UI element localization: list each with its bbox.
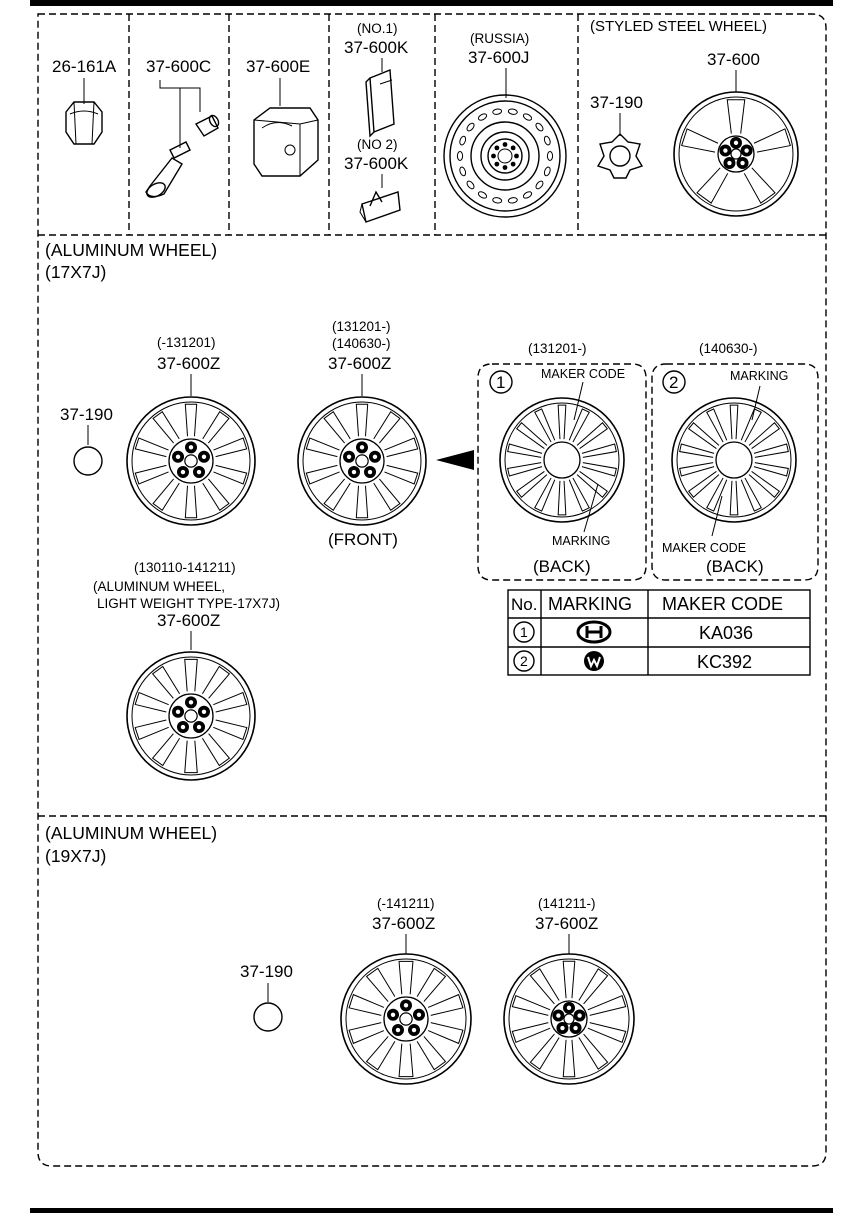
alu19-wheel-a-part: 37-600Z — [372, 914, 435, 933]
center-cap-icon — [596, 133, 644, 179]
back1-num: 1 — [496, 373, 505, 392]
alu17-wheel-a-part: 37-600Z — [157, 354, 220, 373]
lightweight-date: (130110-141211) — [134, 560, 236, 575]
alu17-size: (17X7J) — [45, 262, 106, 282]
aluminum-wheel-17-back-icon — [499, 397, 625, 523]
lightweight-desc2: LIGHT WEIGHT TYPE-17X7J) — [97, 596, 280, 611]
alu19-cap-part-label: 37-190 — [240, 962, 293, 981]
leader-line — [751, 385, 761, 421]
table-row1-code: KA036 — [699, 623, 753, 643]
weight1-note: (NO.1) — [357, 21, 398, 36]
table-row2-code: KC392 — [697, 652, 752, 672]
alu17-wheel-a-date: (-131201) — [157, 335, 216, 350]
back1-maker-code-label: MAKER CODE — [541, 367, 625, 381]
alu17-wheel-b-date2: (140630-) — [332, 336, 391, 351]
center-cap-icon — [73, 446, 103, 476]
aluminum-wheel-19-icon — [340, 953, 472, 1085]
table-header-no: No. — [511, 595, 537, 614]
valve-part-label: 37-600C — [146, 57, 211, 76]
back1-back-label: (BACK) — [533, 557, 591, 576]
steel-wheel-note: (RUSSIA) — [470, 31, 529, 46]
weight1-part-label: 37-600K — [344, 38, 409, 57]
marking-table: No. MARKING MAKER CODE 1 KA036 2 KC392 — [507, 589, 811, 676]
steel-wheel-icon — [443, 94, 567, 218]
aluminum-wheel-19-new-icon — [503, 953, 635, 1085]
leader-line — [711, 495, 723, 537]
back2-back-label: (BACK) — [706, 557, 764, 576]
circled-number — [489, 370, 513, 394]
back1-marking-label: MARKING — [552, 534, 610, 548]
top-rule — [30, 0, 833, 6]
styled-heading: (STYLED STEEL WHEEL) — [590, 18, 767, 35]
table-header-maker-code: MAKER CODE — [662, 594, 783, 614]
steel-wheel-part-label: 37-600J — [468, 48, 529, 67]
back1-frame — [477, 363, 647, 581]
alu17-wheel-b-part: 37-600Z — [328, 354, 391, 373]
outer-frame — [37, 13, 827, 1167]
back2-marking-label: MARKING — [730, 369, 788, 383]
alu19-heading: (ALUMINUM WHEEL) — [45, 823, 217, 843]
alu19-wheel-b-date: (141211-) — [538, 896, 596, 911]
table-row1-no: 1 — [520, 624, 528, 640]
bottom-rule — [30, 1208, 833, 1213]
alu19-wheel-b-part: 37-600Z — [535, 914, 598, 933]
lug-nut-icon — [65, 101, 103, 145]
table-row2-no: 2 — [520, 653, 528, 669]
weight2-part-label: 37-600K — [344, 154, 409, 173]
back2-num: 2 — [669, 373, 678, 392]
tire-valve-icon — [145, 114, 220, 198]
nut-part-label: 26-161A — [52, 57, 117, 76]
arrow-icon — [436, 450, 474, 470]
table-header-marking: MARKING — [548, 594, 632, 614]
lightweight-part: 37-600Z — [157, 611, 220, 630]
balance-weight-stack-icon — [365, 68, 395, 138]
circled-number — [662, 370, 686, 394]
styled-wheel-part-label: 37-600 — [707, 50, 760, 69]
alu19-wheel-a-date: (-141211) — [377, 896, 435, 911]
leader-line — [573, 381, 584, 421]
leader-line — [583, 483, 599, 533]
aluminum-wheel-lightweight-icon — [126, 651, 256, 781]
back2-date: (140630-) — [699, 341, 758, 356]
back2-maker-code-label: MAKER CODE — [662, 541, 746, 555]
balance-weight-clip-icon — [359, 190, 401, 223]
aluminum-wheel-17-back-icon — [671, 397, 797, 523]
tpms-sensor-icon — [253, 107, 319, 177]
styled-steel-wheel-icon — [673, 91, 799, 217]
aluminum-wheel-17-front-icon — [297, 396, 427, 526]
lightweight-desc1: (ALUMINUM WHEEL, — [93, 579, 225, 594]
alu17-cap-part-label: 37-190 — [60, 405, 113, 424]
alu17-wheel-b-date1: (131201-) — [332, 319, 391, 334]
w-logo-icon — [584, 651, 604, 671]
alu17-front-label: (FRONT) — [328, 530, 398, 549]
sensor-part-label: 37-600E — [246, 57, 310, 76]
center-cap-icon — [253, 1002, 283, 1032]
leader-line — [159, 80, 201, 148]
alu17-heading: (ALUMINUM WHEEL) — [45, 240, 217, 260]
weight2-note: (NO 2) — [357, 137, 398, 152]
alu19-size: (19X7J) — [45, 846, 106, 866]
styled-cap-part-label: 37-190 — [590, 93, 643, 112]
aluminum-wheel-17-icon — [126, 396, 256, 526]
hd-logo-icon — [576, 620, 612, 644]
back1-date: (131201-) — [528, 341, 587, 356]
